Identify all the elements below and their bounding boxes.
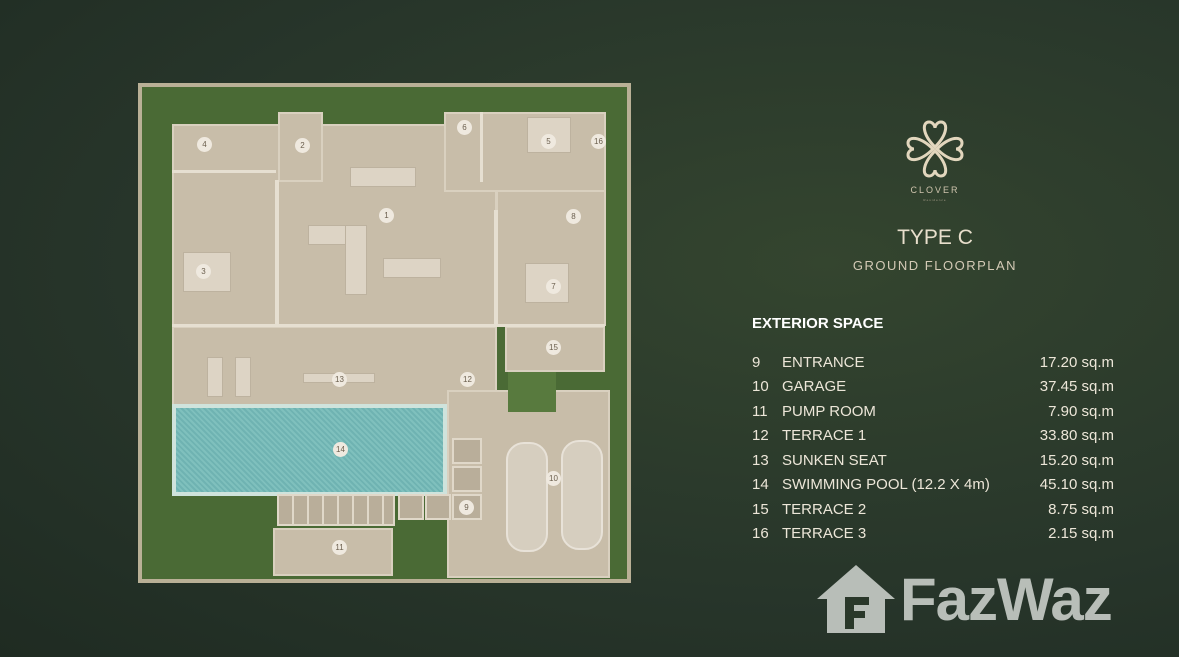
plan-label-8: 8 [566, 209, 581, 224]
plan-label-13: 13 [332, 372, 347, 387]
fazwaz-watermark: FazWaz [815, 563, 1175, 638]
sofa [345, 225, 367, 295]
space-number: 14 [752, 476, 769, 493]
plan-label-1: 1 [379, 208, 394, 223]
space-name: TERRACE 1 [782, 427, 867, 444]
clover-logo-icon [906, 120, 964, 178]
sun-lounger [235, 357, 251, 397]
space-name: SUNKEN SEAT [782, 452, 887, 469]
brand-tagline: Residence [923, 198, 947, 202]
space-name: GARAGE [782, 378, 847, 395]
plan-label-12: 12 [460, 372, 475, 387]
space-area: 7.90 sq.m [1048, 403, 1114, 420]
space-name: ENTRANCE [782, 354, 865, 371]
list-item: 14 SWIMMING POOL (12.2 X 4m) 45.10 sq.m [752, 476, 1114, 498]
sun-lounger [207, 357, 223, 397]
space-name: TERRACE 3 [782, 525, 867, 542]
space-number: 12 [752, 427, 769, 444]
page-title: TYPE C [897, 226, 973, 249]
list-item: 9 ENTRANCE 17.20 sq.m [752, 354, 1114, 376]
space-area: 8.75 sq.m [1048, 501, 1114, 518]
plan-label-5: 5 [541, 134, 556, 149]
wall [480, 112, 483, 182]
stepping-stone [425, 494, 451, 520]
garden-patch [508, 372, 556, 412]
wall [494, 210, 498, 326]
list-item: 10 GARAGE 37.45 sq.m [752, 378, 1114, 400]
terrace-1 [172, 326, 497, 406]
list-item: 13 SUNKEN SEAT 15.20 sq.m [752, 452, 1114, 474]
space-number: 13 [752, 452, 769, 469]
wall [275, 180, 279, 326]
space-area: 37.45 sq.m [1039, 378, 1114, 395]
space-name: SWIMMING POOL (12.2 X 4m) [782, 476, 990, 493]
space-area: 45.10 sq.m [1039, 476, 1114, 493]
plan-label-7: 7 [546, 279, 561, 294]
watermark-text: FazWaz [900, 566, 1113, 633]
space-area: 33.80 sq.m [1039, 427, 1114, 444]
section-title: EXTERIOR SPACE [752, 315, 884, 332]
space-number: 15 [752, 501, 769, 518]
kitchen-island [350, 167, 416, 187]
space-number: 9 [752, 354, 761, 371]
wall [172, 170, 276, 173]
swimming-pool [172, 404, 447, 496]
plan-label-9: 9 [459, 500, 474, 515]
space-number: 11 [752, 403, 768, 420]
plan-label-6: 6 [457, 120, 472, 135]
plan-label-3: 3 [196, 264, 211, 279]
plan-label-16: 16 [591, 134, 606, 149]
plan-label-15: 15 [546, 340, 561, 355]
plan-label-4: 4 [197, 137, 212, 152]
stepping-stone [452, 438, 482, 464]
space-area: 17.20 sq.m [1039, 354, 1114, 371]
plan-label-2: 2 [295, 138, 310, 153]
dining-table [383, 258, 441, 278]
list-item: 12 TERRACE 1 33.80 sq.m [752, 427, 1114, 449]
plan-label-11: 11 [332, 540, 347, 555]
list-item: 16 TERRACE 3 2.15 sq.m [752, 525, 1114, 547]
brand-name: CLOVER [910, 185, 960, 195]
space-name: TERRACE 2 [782, 501, 867, 518]
list-item: 15 TERRACE 2 8.75 sq.m [752, 501, 1114, 523]
deck-steps [277, 494, 395, 526]
page-subtitle: GROUND FLOORPLAN [852, 258, 1018, 273]
wall [172, 324, 605, 327]
space-number: 10 [752, 378, 769, 395]
space-name: PUMP ROOM [782, 403, 876, 420]
list-item: 11 PUMP ROOM 7.90 sq.m [752, 403, 1114, 425]
space-area: 2.15 sq.m [1048, 525, 1114, 542]
stepping-stone [398, 494, 424, 520]
stepping-stone [452, 466, 482, 492]
car [506, 442, 548, 552]
car [561, 440, 603, 550]
space-number: 16 [752, 525, 769, 542]
space-area: 15.20 sq.m [1039, 452, 1114, 469]
fazwaz-house-icon [817, 565, 895, 633]
plan-label-14: 14 [333, 442, 348, 457]
plan-label-10: 10 [546, 471, 561, 486]
bedroom-7-block [496, 190, 606, 326]
